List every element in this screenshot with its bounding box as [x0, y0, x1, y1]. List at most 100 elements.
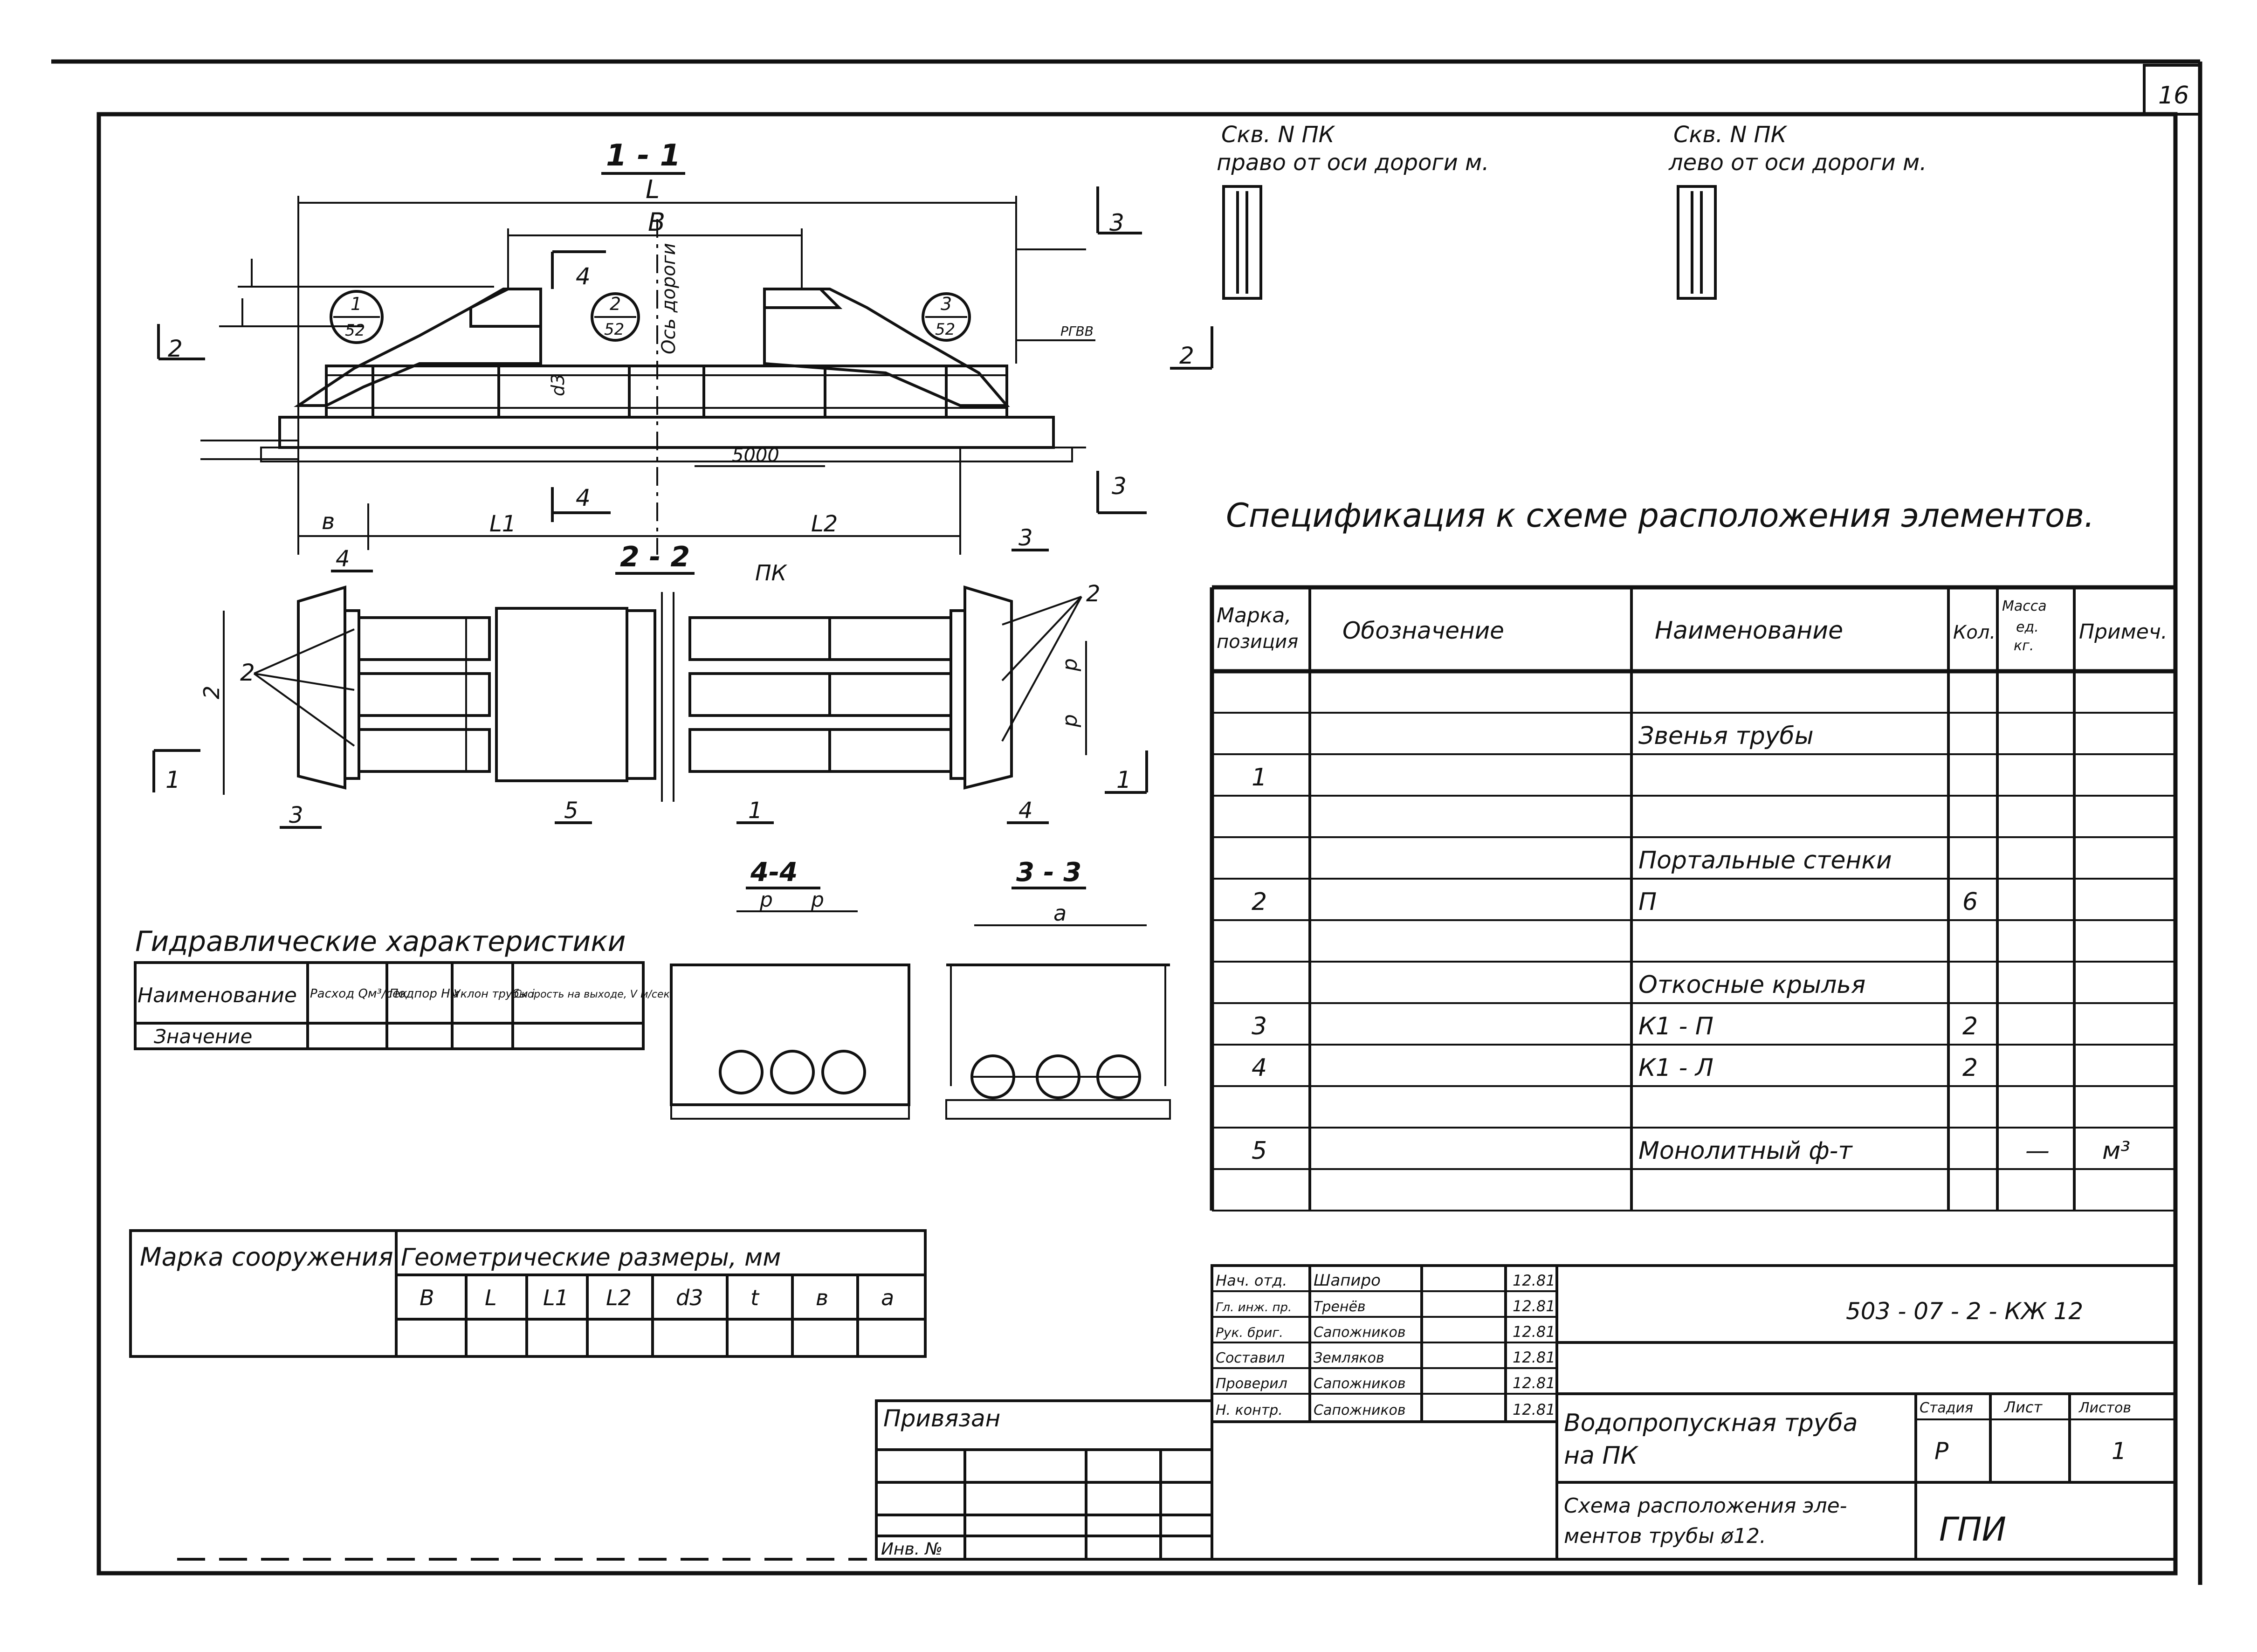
dim-a: a — [1053, 901, 1067, 926]
spec-header-2: Наименование — [1655, 617, 1843, 645]
section-1-1-view: 1 - 1 L B Ось дороги 500 — [157, 138, 1213, 555]
geometry-h1: L — [485, 1285, 497, 1310]
section-mark-3-bottom: 3 — [1112, 473, 1127, 500]
section-3-3-view: 3 - 3 a — [945, 857, 1171, 1120]
spec-header-4a: Масса — [2002, 598, 2047, 614]
sig-date-2: 12.81 — [1513, 1323, 1555, 1341]
section-mark-4-bottom: 4 — [576, 484, 591, 511]
spec-cell-11-2: Монолитный ф-т — [1638, 1137, 1853, 1165]
dim-L2: L2 — [811, 511, 838, 537]
well-left-note-1: Скв. N ПК — [1673, 122, 1788, 148]
geometry-h3: L2 — [606, 1285, 632, 1310]
sig-name-5: Сапожников — [1314, 1402, 1406, 1418]
sheet-number: 16 — [2158, 82, 2189, 110]
hydraulic-h3: Уклон трубы i — [454, 987, 535, 1000]
road-axis-label: Ось дороги — [658, 243, 680, 354]
section-2-2-title: 2 - 2 — [620, 541, 690, 573]
title-line-2: на ПК — [1564, 1442, 1638, 1470]
sig-name-1: Тренёв — [1314, 1299, 1366, 1315]
hydraulic-row-label: Значение — [154, 1025, 252, 1048]
sig-date-1: 12.81 — [1513, 1297, 1555, 1315]
dim-d3: d3 — [548, 374, 568, 396]
section-3-3-title: 3 - 3 — [1016, 857, 1081, 888]
sig-role-3: Составил — [1216, 1350, 1285, 1366]
callout-2-bottom: 52 — [604, 320, 624, 339]
spec-cell-8-2: К1 - П — [1638, 1012, 1713, 1040]
sig-name-2: Сапожников — [1314, 1324, 1406, 1341]
title-block: Привязан Инв. № Нач. отд. Шапиро 12.81 Г… — [875, 1264, 2177, 1561]
callout-3-plan: 3 — [289, 802, 303, 828]
section-mark-2-right: 2 — [1179, 342, 1194, 369]
hydraulic-title: Гидравлические характеристики — [135, 925, 626, 958]
spec-cell-11-0: 5 — [1252, 1137, 1267, 1165]
callout-1-bottom: 52 — [345, 321, 365, 340]
well-right-symbol — [1222, 185, 1262, 300]
dim-b: в — [322, 509, 335, 535]
hydraulic-h4: Скорость на выходе, V м/сек — [514, 989, 670, 1000]
spec-cell-9-3: 2 — [1962, 1054, 1978, 1082]
geometry-h7: a — [881, 1285, 894, 1310]
rgvv-label: РГВВ — [1060, 324, 1094, 339]
spec-cell-4-2: Портальные стенки — [1638, 847, 1892, 874]
section-4-4-view: 4-4 p p — [670, 857, 910, 1120]
sheets-header: Листов — [2078, 1400, 2131, 1416]
geometry-col1: Марка сооружения — [140, 1242, 393, 1272]
dim-p-3: p — [759, 888, 773, 912]
sheets-value: 1 — [2112, 1438, 2126, 1465]
section-mark-3-top: 3 — [1109, 209, 1124, 236]
geometry-h4: d3 — [676, 1285, 703, 1310]
spec-cell-11-4: — — [2025, 1137, 2050, 1165]
title-line-1: Водопропускная труба — [1564, 1409, 1858, 1437]
geometry-title: Геометрические размеры, мм — [401, 1244, 781, 1272]
spec-header-1: Обозначение — [1342, 617, 1504, 644]
sig-date-3: 12.81 — [1513, 1349, 1555, 1366]
stage-value: Р — [1934, 1438, 1949, 1465]
geometry-h6: в — [816, 1285, 828, 1310]
spec-cell-8-0: 3 — [1252, 1012, 1267, 1040]
geometry-h5: t — [750, 1285, 760, 1310]
well-left-symbol — [1677, 185, 1717, 300]
geometry-h0: B — [420, 1285, 434, 1310]
section-1-1-title: 1 - 1 — [606, 138, 681, 173]
callout-5-plan: 5 — [564, 798, 578, 824]
well-left-note-2: лево от оси дороги м. — [1668, 150, 1927, 176]
spec-header-0a: Марка, — [1217, 604, 1291, 627]
sheet-header: Лист — [2004, 1398, 2043, 1416]
spec-header-4c: кг. — [2014, 638, 2034, 654]
sig-date-0: 12.81 — [1513, 1272, 1555, 1289]
sig-role-5: Н. контр. — [1216, 1402, 1283, 1418]
doc-code: 503 - 07 - 2 - КЖ 12 — [1846, 1298, 2083, 1325]
hydraulic-table: Гидравлические характеристики Наименован… — [134, 925, 670, 1050]
callout-1-plan: 1 — [748, 798, 763, 824]
title-line-3: Схема расположения эле- — [1564, 1494, 1847, 1518]
section-mark-2-left: 2 — [168, 335, 183, 362]
callout-1-top: 1 — [351, 294, 362, 314]
pk-label-plan: ПК — [755, 560, 788, 585]
well-right-note-1: Скв. N ПК — [1221, 122, 1335, 148]
dim-2-left: 2 — [199, 686, 224, 699]
dim-L1: L1 — [489, 511, 516, 537]
spec-cell-5-2: П — [1638, 888, 1657, 916]
privyazan-label: Привязан — [883, 1405, 1000, 1432]
well-notes: Скв. N ПК право от оси дороги м. Скв. N … — [1217, 122, 1927, 300]
well-right-note-2: право от оси дороги м. — [1217, 150, 1489, 176]
organization: ГПИ — [1939, 1510, 2006, 1549]
sig-role-4: Проверил — [1216, 1376, 1287, 1392]
sig-name-0: Шапиро — [1314, 1271, 1381, 1290]
spec-header-0b: позиция — [1217, 631, 1298, 653]
section-mark-1-plan-left: 1 — [165, 766, 180, 793]
spec-cell-8-3: 2 — [1962, 1012, 1978, 1040]
sig-role-2: Рук. бриг. — [1216, 1325, 1283, 1340]
inv-label: Инв. № — [881, 1540, 943, 1559]
callout-3-top: 3 — [941, 294, 952, 314]
dim-L: L — [646, 175, 660, 204]
geometry-h2: L1 — [543, 1285, 569, 1310]
spec-cell-1-2: Звенья трубы — [1638, 722, 1814, 750]
sig-role-1: Гл. инж. пр. — [1216, 1301, 1292, 1315]
spec-cell-5-0: 2 — [1252, 888, 1267, 916]
spec-cell-11-5: м³ — [2102, 1137, 2130, 1165]
callout-2-plan: 2 — [240, 659, 255, 686]
dim-p-1: p — [1058, 658, 1082, 672]
